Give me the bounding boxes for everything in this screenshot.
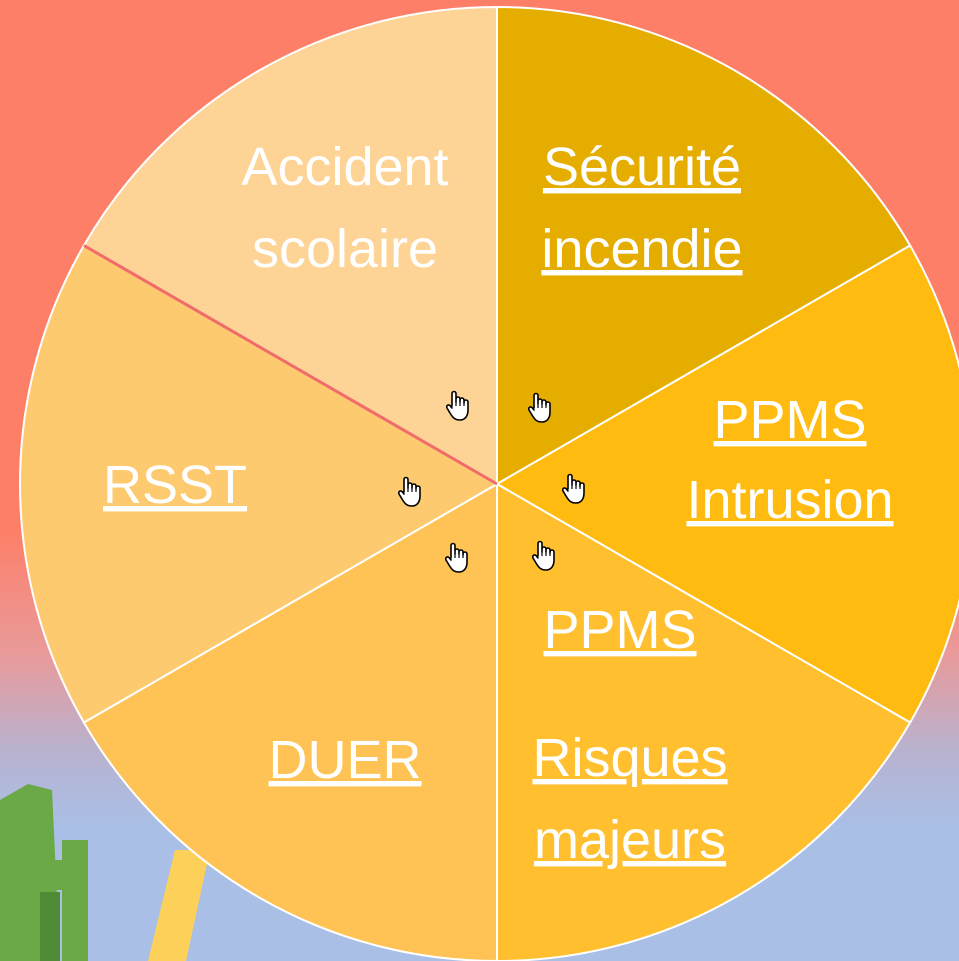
link-majeurs[interactable]: majeurs xyxy=(534,810,726,870)
green-chair-leg xyxy=(62,840,88,961)
green-chair-shadow xyxy=(40,892,60,961)
link-securite[interactable]: Sécurité xyxy=(543,137,741,197)
wedge-divider-red xyxy=(83,244,498,486)
wheel-labels: Accident scolaire Sécurité incendie PPMS… xyxy=(103,137,894,870)
link-intrusion[interactable]: Intrusion xyxy=(686,470,893,530)
wedge-duer[interactable] xyxy=(82,482,498,961)
link-risques[interactable]: Risques xyxy=(532,728,727,788)
label-accident: Accident xyxy=(241,137,448,197)
background-decoration xyxy=(0,784,210,961)
wedge-securite-incendie[interactable] xyxy=(496,5,912,486)
wedge-ppms-intrusion[interactable] xyxy=(494,244,959,724)
link-rsst[interactable]: RSST xyxy=(103,455,247,515)
wedge-ppms-risques-majeurs[interactable] xyxy=(496,482,912,961)
yellow-stick xyxy=(148,850,210,961)
link-ppms-intrusion[interactable]: PPMS xyxy=(713,390,866,450)
label-scolaire: scolaire xyxy=(252,219,438,279)
link-ppms-risques[interactable]: PPMS xyxy=(543,600,696,660)
wedge-accident-scolaire[interactable] xyxy=(82,5,498,486)
link-incendie[interactable]: incendie xyxy=(541,219,742,279)
wedge-rsst[interactable] xyxy=(18,244,500,724)
link-duer[interactable]: DUER xyxy=(268,730,421,790)
wheel-wedges xyxy=(18,5,959,961)
